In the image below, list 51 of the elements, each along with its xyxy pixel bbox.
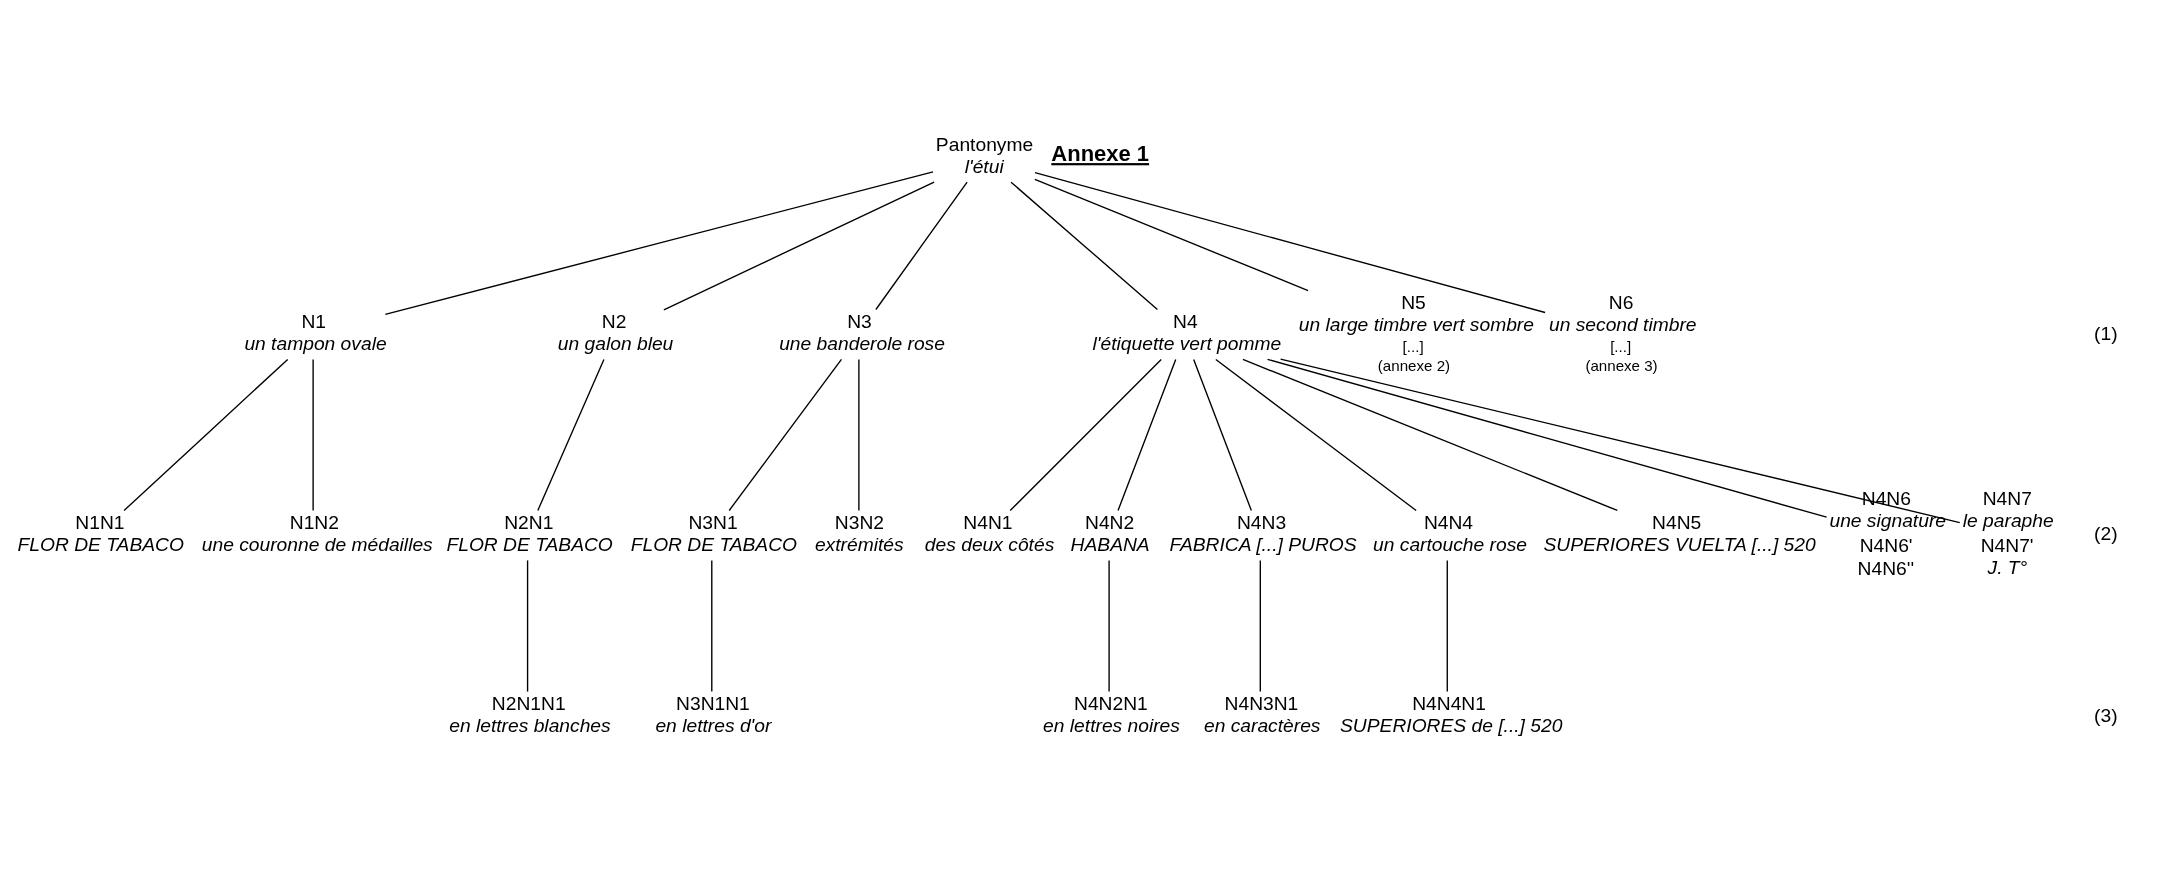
connector [1034,178,1309,292]
connector [1446,559,1448,693]
label: (1) [2094,322,2118,344]
connector [537,358,605,512]
node-text: N4N2N1 en lettres noires [1043,693,1180,737]
node-text: N4N3 FABRICA [...] PUROS [1169,511,1357,555]
node-text: N2N1N1 en lettres blanches [449,693,611,737]
label: Annexe 1 [1051,141,1150,167]
connector [1279,358,1961,524]
connector [1034,171,1546,314]
connector [312,358,314,512]
node-text: N4N4 un cartouche rose [1373,511,1528,555]
node-text: N4N7 le paraphe N4N7' J. T° [1962,488,2054,579]
connector [728,358,843,512]
connector [123,358,289,512]
connector [1009,358,1162,512]
connector [1010,181,1159,311]
node-text: N4N2 HABANA [1070,511,1150,555]
node-text: N1N2 une couronne de médailles [201,511,433,555]
connector [875,181,968,311]
connector [1108,559,1110,693]
connector [526,559,529,693]
node-text: N2 un galon bleu [557,310,674,354]
node-text: N4N6 une signature N4N6' N4N6'' [1829,488,1947,580]
node-text: Pantonyme l'étui [935,133,1034,177]
connector [1259,559,1261,693]
node-text: N1N1 FLOR DE TABACO [17,511,184,555]
node-text: N6 un second timbre [...] (annexe 3) [1549,291,1697,375]
node-text: N5 un large timbre vert sombre [...] (annexe 2) [1298,291,1534,375]
node-text: N4N1 des deux côtés [924,511,1055,555]
node-text: N3 une banderole rose [779,310,945,354]
label: (2) [2094,523,2118,545]
connector [1193,358,1253,512]
node-text: N3N2 extrémités [814,511,904,555]
connector [1266,358,1828,518]
connector [1215,358,1417,512]
node-text: N1 un tampon ovale [244,310,387,354]
connector [1117,358,1177,512]
node-text: N4N3N1 en caractères [1203,693,1321,737]
node-text: N2N1 FLOR DE TABACO [446,511,613,555]
node-text: N3N1N1 en lettres d'or [655,693,772,737]
node-text: N4N4N1 SUPERIORES de [...] 520 [1340,693,1563,737]
label: (3) [2094,704,2118,726]
node-text: N4 l'étiquette vert pomme [1092,310,1282,354]
connector [384,171,934,316]
node-text: N4N5 SUPERIORES VUELTA [...] 520 [1543,511,1816,555]
connector [1242,358,1618,512]
connector [711,559,713,693]
node-text: N3N1 FLOR DE TABACO [630,511,798,555]
connector [663,181,935,311]
connector [858,358,860,512]
